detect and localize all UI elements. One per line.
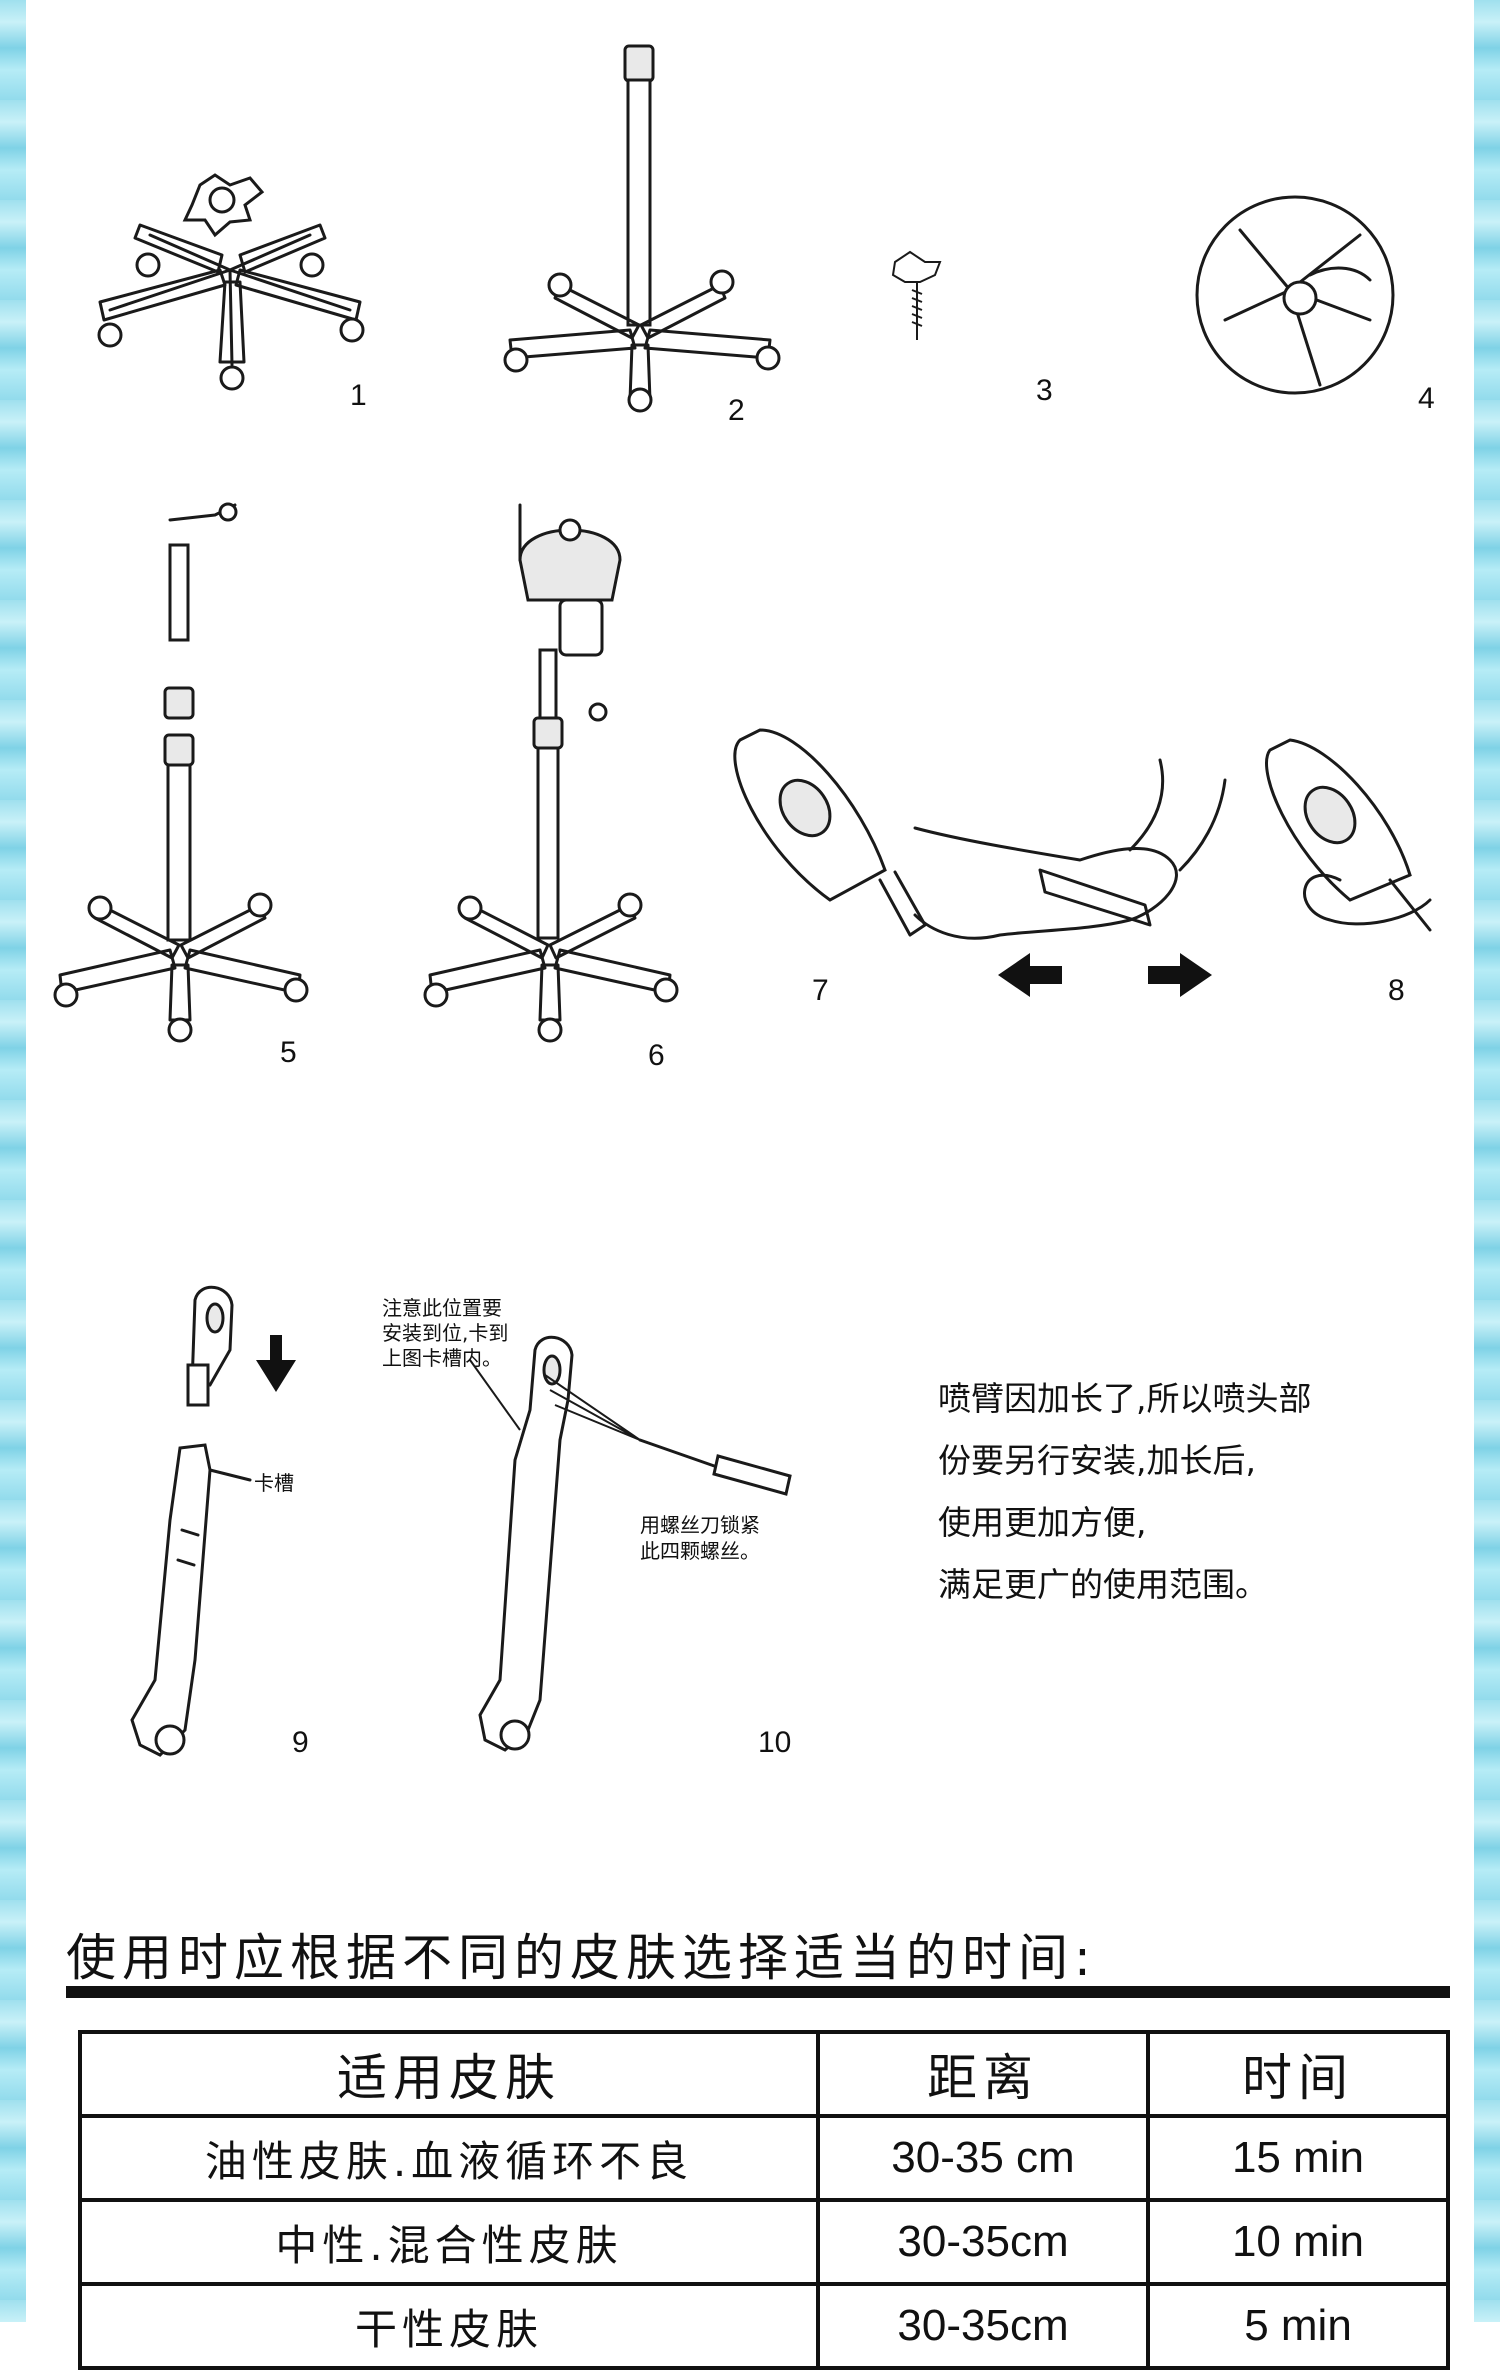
distance-cell: 30-35cm — [816, 2282, 1150, 2370]
step5-exploded-pole-icon — [53, 502, 309, 1043]
step-number-9: 9 — [292, 1726, 309, 1759]
table-row: 油性皮肤.血液循环不良 30-35 cm 15 min — [78, 2114, 1450, 2202]
table-row: 干性皮肤 30-35cm 5 min — [78, 2282, 1450, 2370]
skin-type-cell: 中性.混合性皮肤 — [78, 2198, 820, 2286]
step8-nozzle-detail-icon — [1265, 738, 1432, 932]
screwdriver-icon — [712, 1454, 792, 1496]
step6-steamer-stand-icon — [423, 503, 679, 1043]
description-line-2: 份要另行安装,加长后, — [938, 1441, 1256, 1480]
table-row: 中性.混合性皮肤 30-35cm 10 min — [78, 2198, 1450, 2286]
assembly-illustrations: 1 2 3 — [53, 44, 1435, 1759]
skin-type-cell: 油性皮肤.血液循环不良 — [78, 2114, 820, 2202]
arrow-down-icon — [256, 1335, 296, 1392]
left-decor-border — [0, 0, 26, 2322]
step-number-8: 8 — [1388, 974, 1405, 1007]
arrow-left-icon — [998, 953, 1062, 997]
header-skin-type: 适用皮肤 — [78, 2030, 820, 2118]
description-line-3: 使用更加方便, — [938, 1503, 1147, 1542]
screw-note-line2: 此四颗螺丝。 — [640, 1539, 760, 1563]
right-decor-border — [1474, 0, 1500, 2322]
skin-time-table: 适用皮肤 距离 时间 油性皮肤.血液循环不良 30-35 cm 15 min 中… — [78, 2030, 1450, 2370]
step-number-5: 5 — [280, 1036, 297, 1069]
table-header-row: 适用皮肤 距离 时间 — [78, 2030, 1450, 2118]
description-line-4: 满足更广的使用范围。 — [938, 1565, 1268, 1604]
step-number-1: 1 — [350, 379, 367, 412]
step-number-3: 3 — [1036, 374, 1053, 407]
step7-nozzle-hands-icon — [733, 728, 1227, 940]
header-time: 时间 — [1146, 2030, 1450, 2118]
install-note-line1: 注意此位置要 — [382, 1296, 502, 1320]
step-number-10: 10 — [758, 1726, 791, 1759]
assembly-diagram: 1 2 3 — [53, 44, 1435, 1759]
description-line-1: 喷臂因加长了,所以喷头部 — [938, 1379, 1312, 1418]
screw-note-line1: 用螺丝刀锁紧 — [640, 1513, 760, 1537]
time-cell: 15 min — [1146, 2114, 1450, 2202]
arrow-right-icon — [1148, 953, 1212, 997]
step3-screw-icon — [891, 250, 942, 340]
step4-detail-circle-icon — [1195, 195, 1395, 395]
distance-cell: 30-35 cm — [816, 2114, 1150, 2202]
step-number-4: 4 — [1418, 382, 1435, 415]
install-note-line2: 安装到位,卡到 — [382, 1321, 508, 1345]
time-cell: 5 min — [1146, 2282, 1450, 2370]
step-number-6: 6 — [648, 1039, 665, 1072]
step2-pole-stand-icon — [503, 44, 781, 413]
distance-cell: 30-35cm — [816, 2198, 1150, 2286]
arm-description: 喷臂因加长了,所以喷头部 份要另行安装,加长后, 使用更加方便, 满足更广的使用… — [938, 1368, 1458, 1616]
step-number-7: 7 — [812, 974, 829, 1007]
step1-base-icon — [97, 173, 365, 391]
time-cell: 10 min — [1146, 2198, 1450, 2286]
header-distance: 距离 — [816, 2030, 1150, 2118]
step10-arm-assembled-icon — [469, 1335, 792, 1752]
install-note-line3: 上图卡槽内。 — [382, 1346, 502, 1370]
title-divider — [66, 1986, 1450, 1998]
step-number-2: 2 — [728, 394, 745, 427]
slot-label: 卡槽 — [254, 1471, 294, 1495]
section-title: 使用时应根据不同的皮肤选择适当的时间: — [66, 1929, 1097, 1987]
step9-arm-slot-icon — [130, 1285, 296, 1757]
skin-type-cell: 干性皮肤 — [78, 2282, 820, 2370]
